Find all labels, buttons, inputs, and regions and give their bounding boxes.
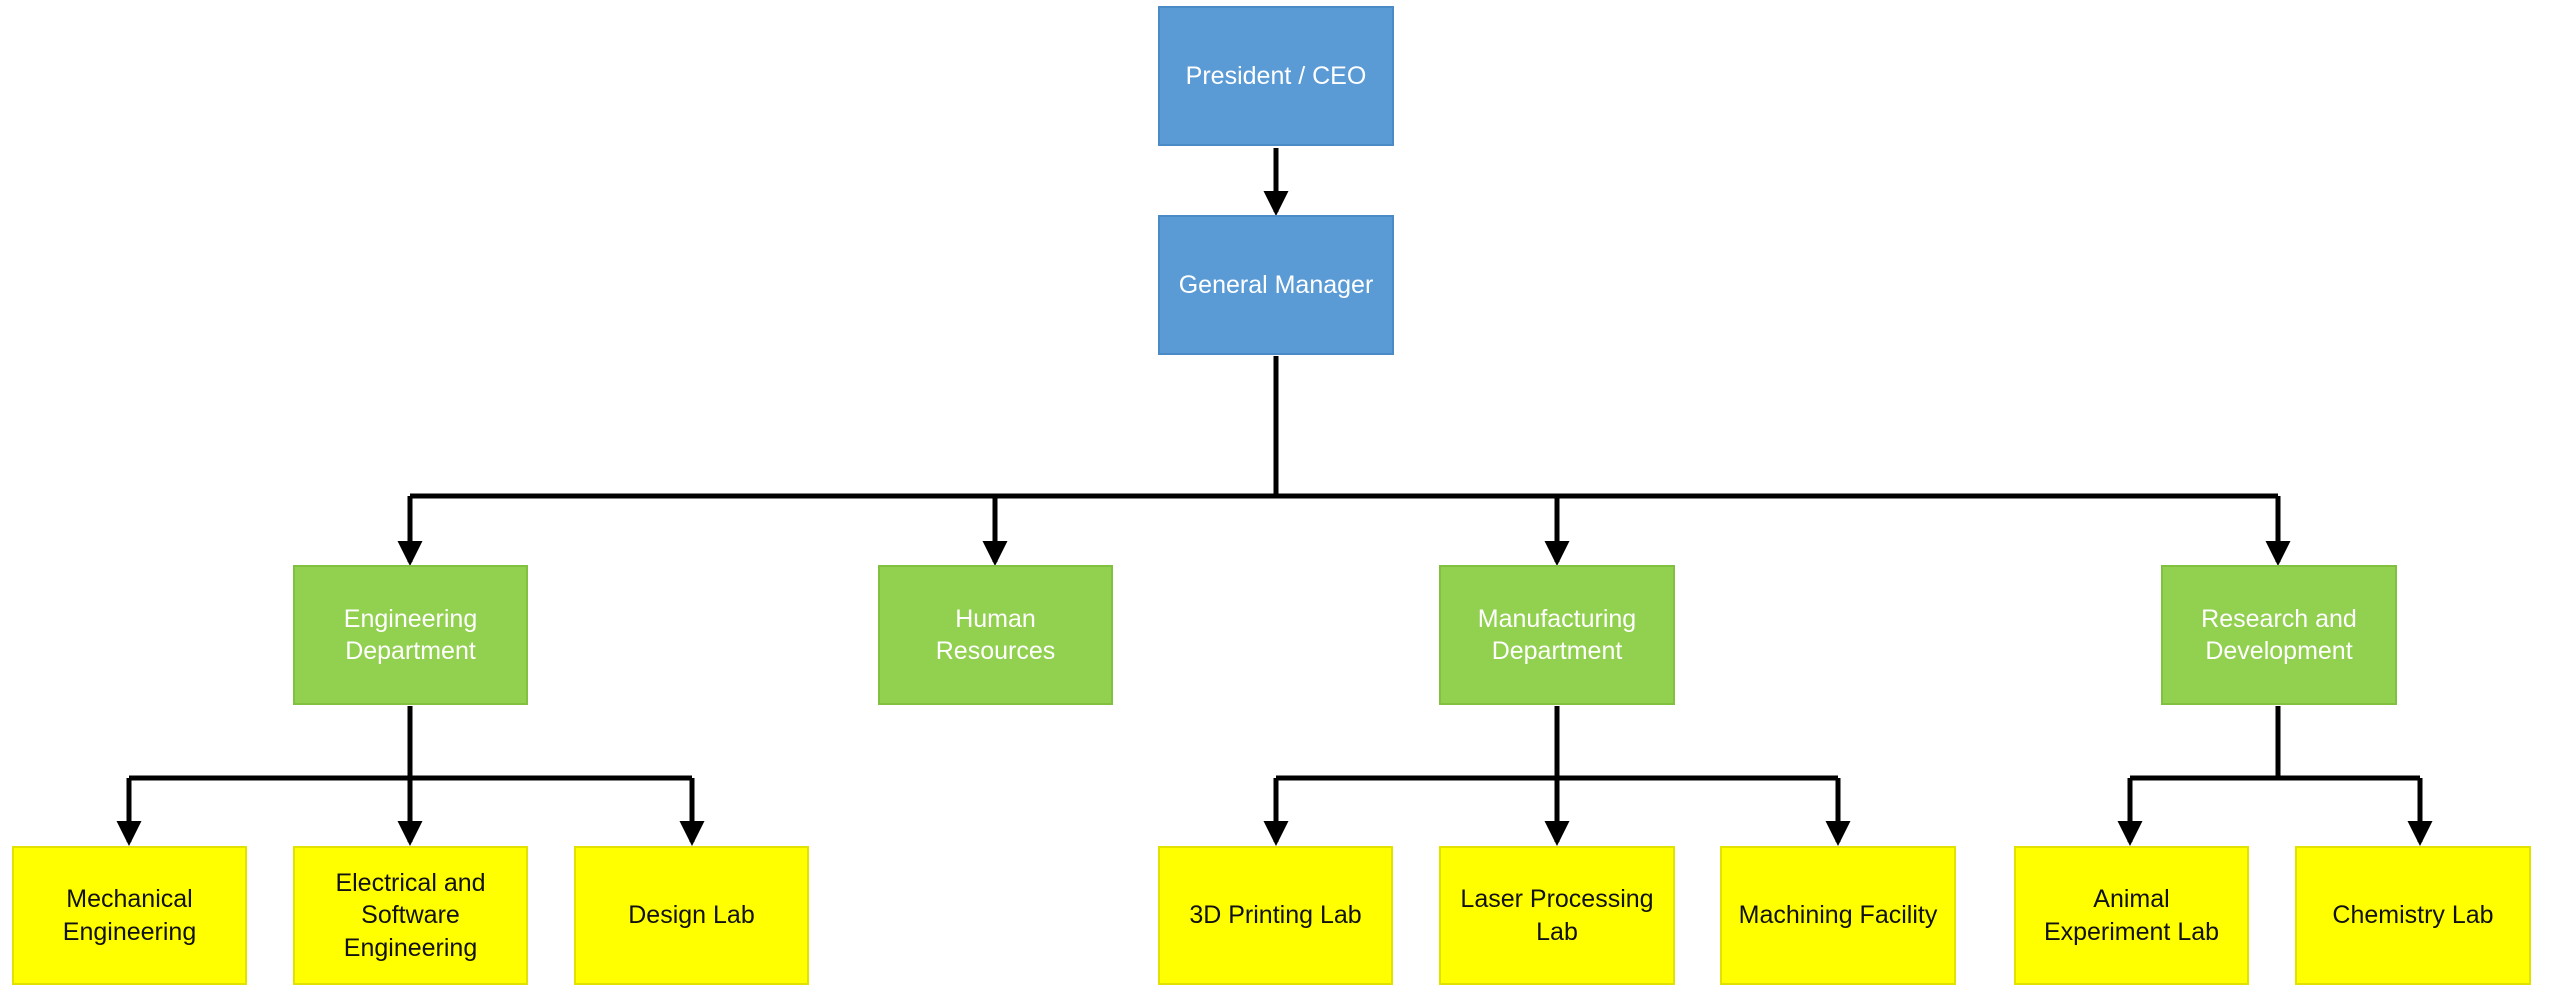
mechanical-engineering-label: Mechanical Engineering <box>62 885 197 946</box>
chemistry-lab-box: Chemistry Lab <box>2295 846 2531 985</box>
manufacturing-department-label: Manufacturing Department <box>1477 604 1637 666</box>
printing-lab-label: 3D Printing Lab <box>1189 901 1362 930</box>
manufacturing-department-box: Manufacturing Department <box>1439 565 1675 705</box>
general-manager-box: General Manager <box>1158 215 1394 355</box>
president-ceo-label: President / CEO <box>1185 61 1367 90</box>
machining-facility-label: Machining Facility <box>1738 901 1938 930</box>
electrical-software-engineering-box: Electrical and Software Engineering <box>293 846 528 985</box>
printing-lab-box: 3D Printing Lab <box>1158 846 1393 985</box>
electrical-software-engineering-label: Electrical and Software Engineering <box>335 868 486 962</box>
mechanical-engineering-box: Mechanical Engineering <box>12 846 247 985</box>
chemistry-lab-label: Chemistry Lab <box>2332 901 2494 930</box>
laser-processing-lab-label: Laser Processing Lab <box>1460 885 1654 946</box>
laser-processing-lab-box: Laser Processing Lab <box>1439 846 1675 985</box>
design-lab-box: Design Lab <box>574 846 809 985</box>
animal-experiment-lab-label: Animal Experiment Lab <box>2043 885 2220 946</box>
president-ceo-box: President / CEO <box>1158 6 1394 146</box>
engineering-department-label: Engineering Department <box>343 604 478 666</box>
research-development-box: Research and Development <box>2161 565 2397 705</box>
general-manager-label: General Manager <box>1178 270 1374 299</box>
human-resources-label: Human Resources <box>935 604 1056 666</box>
research-development-label: Research and Development <box>2201 604 2357 666</box>
human-resources-box: Human Resources <box>878 565 1113 705</box>
engineering-department-box: Engineering Department <box>293 565 528 705</box>
design-lab-label: Design Lab <box>628 901 755 930</box>
animal-experiment-lab-box: Animal Experiment Lab <box>2014 846 2249 985</box>
machining-facility-box: Machining Facility <box>1720 846 1956 985</box>
